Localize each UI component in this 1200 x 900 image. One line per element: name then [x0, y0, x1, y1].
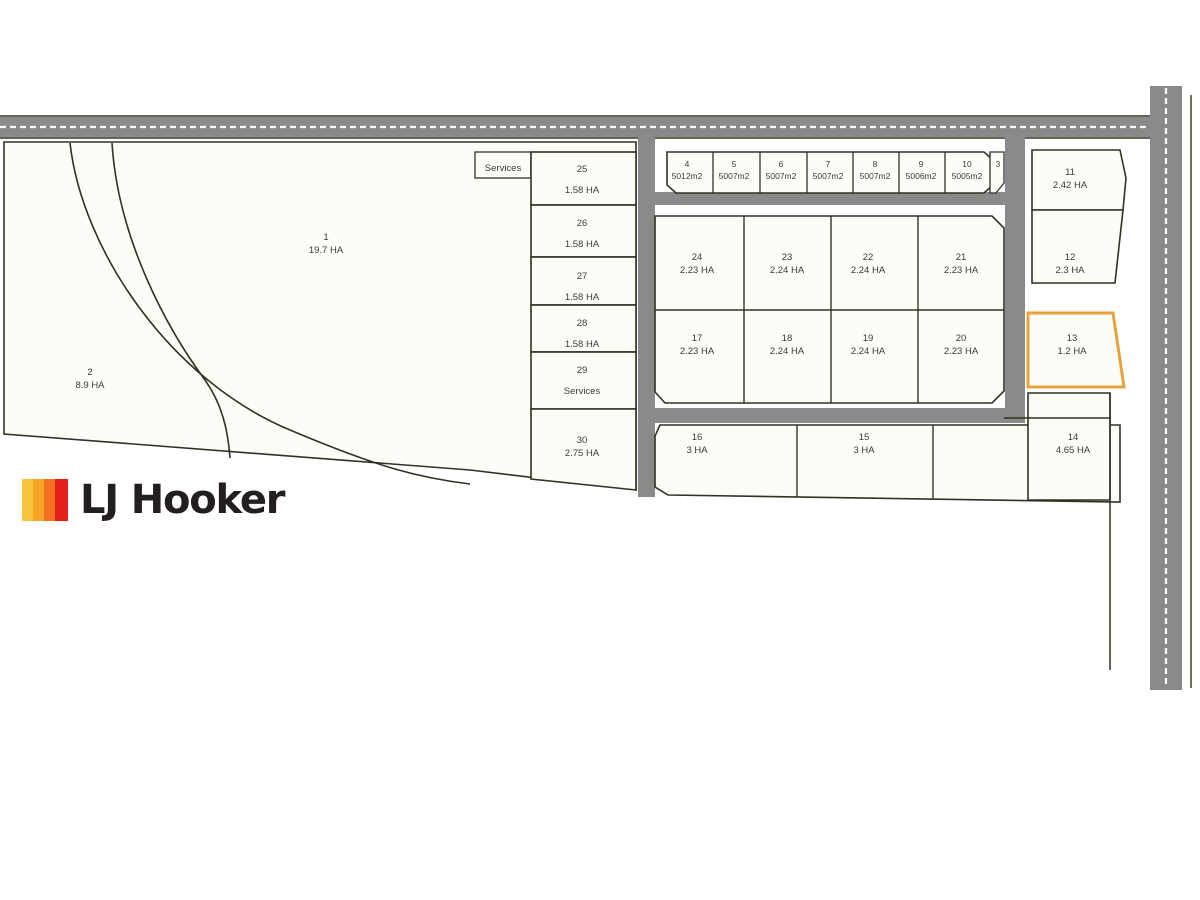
logo-bar-2: [33, 479, 44, 521]
lot-block-central: [654, 215, 1005, 404]
lot-services-polygon: [474, 151, 532, 179]
road-network: [0, 86, 1192, 690]
road-internal-vertical-west: [638, 137, 655, 497]
road-internal-horizontal-north: [646, 192, 1016, 205]
highlight-lot-13: [1026, 311, 1126, 389]
lot-column-25-30: [530, 151, 637, 491]
logo-bar-1: [22, 479, 33, 521]
lot-row-small-4-10: [666, 151, 1005, 194]
lot-row-south-15-16: [654, 424, 1121, 503]
logo-bar-3: [44, 479, 55, 521]
road-top-horizontal: [0, 115, 1160, 139]
lj-hooker-logo: LJ Hooker: [22, 476, 286, 524]
lot-column-east-11-14: [1004, 149, 1127, 670]
logo-wordmark: LJ Hooker: [80, 477, 286, 523]
parcel-group-west: [3, 141, 637, 491]
road-internal-stub-south: [638, 408, 655, 492]
road-internal-horizontal-south: [646, 408, 1025, 423]
logo-bar-4: [55, 479, 68, 521]
logo-bars-icon: [22, 479, 68, 521]
road-internal-vertical-east: [1005, 137, 1025, 415]
highway-vertical-right: [1150, 86, 1182, 690]
